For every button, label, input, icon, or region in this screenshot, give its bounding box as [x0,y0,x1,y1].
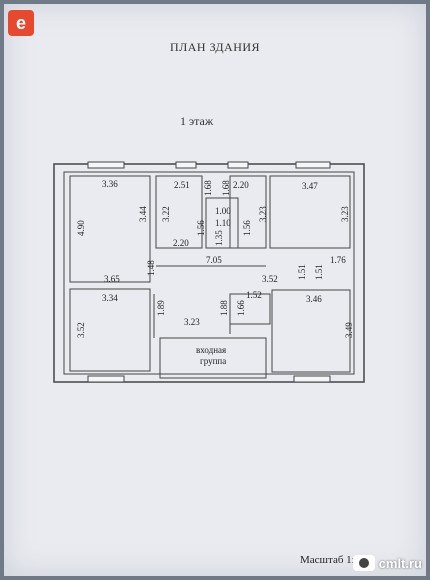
dim-label: 1.10 [215,218,231,228]
dim-label: 1.51 [314,264,324,280]
dim-label: 1.89 [156,300,166,316]
window [87,375,125,383]
wall-entrance [159,337,267,379]
dim-label: 3.23 [184,317,200,327]
camera-icon [352,555,375,571]
dim-label: 1.88 [219,300,229,316]
entrance-label: входная [196,345,226,355]
dim-label: 4.90 [76,220,86,236]
dim-label: 2.20 [233,180,249,190]
dim-label: 3.65 [104,274,120,284]
dim-label: 3.23 [340,206,350,222]
dim-label: 1.52 [246,290,262,300]
dim-label: 3.52 [76,322,86,338]
dim-label: 1.76 [330,255,346,265]
dim-label: 2.20 [173,238,189,248]
dim-label: 1.68 [221,180,231,196]
wall-room-mid-right [229,175,267,249]
watermark: cmlt.ru [352,552,422,574]
floor-plan: 3.36 4.90 3.44 3.65 1.48 2.51 3.22 1.68 … [53,161,365,383]
document-page: e ПЛАН ЗДАНИЯ 1 этаж [4,4,426,576]
window [293,375,331,383]
window [87,161,125,169]
dim-label: 1.51 [297,264,307,280]
window [175,161,197,169]
floor-label: 1 этаж [180,114,214,128]
wall-room-right-bottom [271,289,351,373]
dim-label: 3.36 [102,179,118,189]
dim-label: 1.35 [214,230,224,246]
dim-label: 3.46 [306,294,322,304]
dim-label: 1.56 [242,220,252,236]
dim-label: 3.22 [161,206,171,222]
dim-label: 3.23 [258,206,268,222]
watermark-text: cmlt.ru [378,555,422,571]
dim-label: 3.34 [102,293,118,303]
inner-wall-outline [63,171,355,375]
dim-label: 1.66 [236,300,246,316]
dim-label: 3.49 [344,322,354,338]
logo-glyph: e [15,13,26,33]
wall-room-left-bottom [69,288,151,372]
site-logo[interactable]: e [8,10,34,36]
dim-label: 1.68 [203,180,213,196]
dim-label: 1.56 [196,220,206,236]
dim-label: 3.52 [262,274,278,284]
dim-label: 2.51 [174,180,190,190]
wall-room-left-top [69,175,151,283]
dim-label: 7.05 [206,255,222,265]
plan-title: ПЛАН ЗДАНИЯ [169,40,261,54]
entrance-label: группа [200,356,226,366]
wall-room-mid-left [155,175,203,249]
window [227,161,249,169]
outer-wall [53,163,365,383]
dim-label: 3.44 [138,206,148,222]
wall-room-bath [205,197,239,249]
wall-room-right-top [269,175,351,249]
dim-label: 1.00 [215,206,231,216]
window [295,161,331,169]
dim-label: 1.48 [146,260,156,276]
dim-label: 3.47 [302,181,318,191]
